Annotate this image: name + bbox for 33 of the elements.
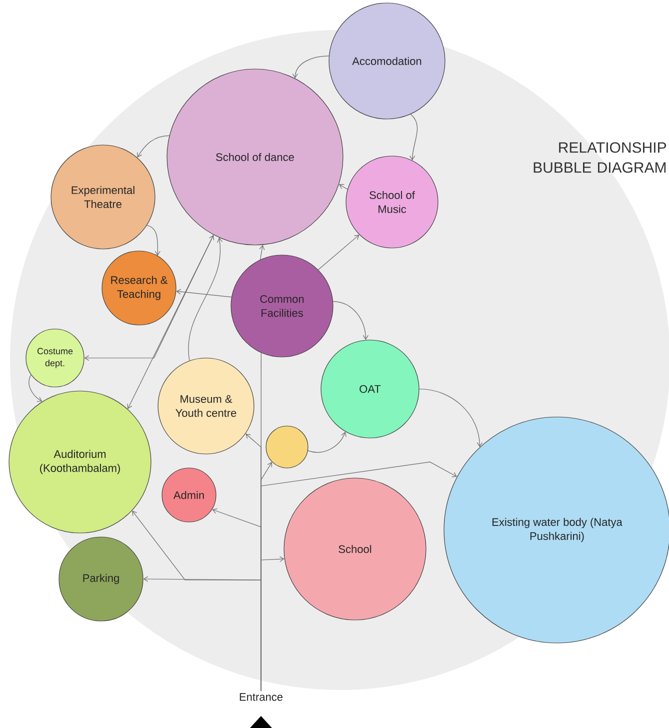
arrow [292,56,330,78]
arrow [332,301,368,340]
bubble: Experimental Theatre [50,144,156,250]
bubble: Admin [162,468,216,522]
arrow [146,225,160,256]
bubble: Research & Teaching [102,250,176,326]
arrow [259,244,265,260]
arrow [308,432,346,453]
arrow [127,234,214,409]
arrow [132,510,262,692]
bubble: School of Music [346,156,438,248]
bubble [266,426,308,468]
diagram-title: RELATIONSHIP BUBBLE DIAGRAM [534,142,666,173]
bubble: School [284,478,426,620]
bubble: Common Facilities [230,254,334,358]
bubble: Existing water body (Natya Pushkarini) [444,416,669,644]
arrow [318,234,360,270]
entrance-label: Entrance [240,693,283,701]
bubble: OAT [320,340,420,438]
arrow [410,114,418,160]
bubble: Costume dept. [26,328,84,388]
arrow [176,288,232,298]
bubble: Accomodation [328,2,446,120]
bubble: School of dance [166,68,344,246]
arrow [188,238,223,361]
bubble: Parking [58,536,144,622]
arrow [84,234,214,361]
arrow [137,135,170,158]
bubble: Museum & Youth centre [158,358,254,454]
arrow [28,374,42,402]
arrow [419,388,483,448]
arrow [338,184,348,190]
bubble: Auditorium (Koothambalam) [8,390,152,534]
